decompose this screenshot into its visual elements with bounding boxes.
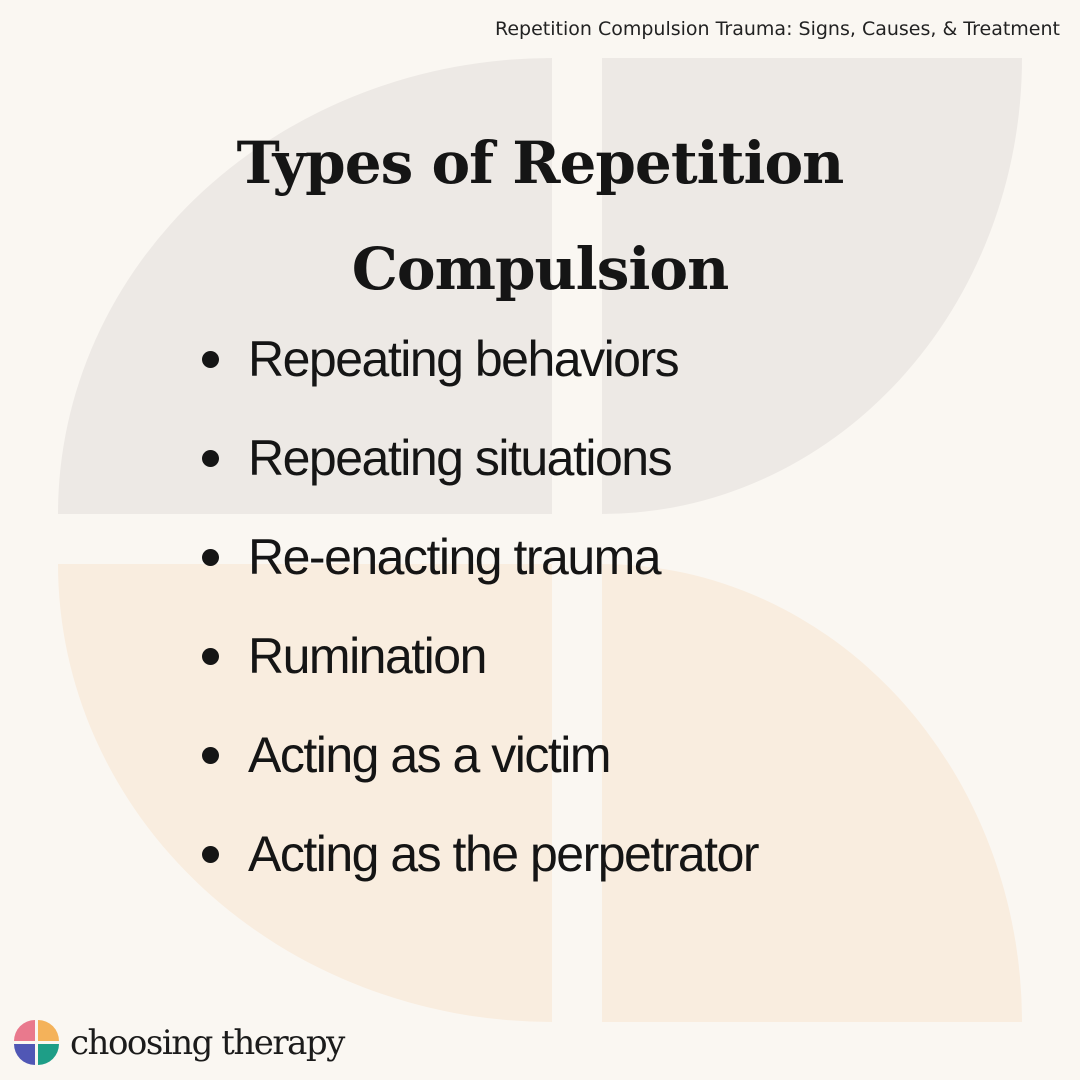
bullet-icon bbox=[202, 747, 219, 764]
logo-quadrant-teal bbox=[38, 1044, 59, 1065]
logo-quadrant-orange bbox=[38, 1020, 59, 1041]
brand-logo: choosing therapy bbox=[14, 1018, 345, 1068]
bullet-icon bbox=[202, 846, 219, 863]
bullet-icon bbox=[202, 648, 219, 665]
list-item: Repeating behaviors bbox=[200, 310, 758, 409]
page-title-line-1: Types of Repetition bbox=[236, 129, 845, 197]
list-item: Acting as the perpetrator bbox=[200, 805, 760, 904]
bullet-icon bbox=[202, 351, 219, 368]
page-title-line-2: Compulsion bbox=[351, 235, 730, 303]
list-item-label: Rumination bbox=[248, 628, 487, 684]
list-item-label: Acting as the perpetrator bbox=[248, 826, 760, 882]
bullet-icon bbox=[202, 549, 219, 566]
article-caption: Repetition Compulsion Trauma: Signs, Cau… bbox=[495, 18, 1060, 40]
list-item-label: Repeating behaviors bbox=[248, 331, 680, 387]
list-item: Re-enacting trauma bbox=[200, 508, 758, 607]
list-item: Rumination bbox=[200, 607, 758, 706]
list-item-label: Repeating situations bbox=[248, 430, 673, 486]
logo-quadrant-pink bbox=[14, 1020, 35, 1041]
page-title: Types of Repetition Compulsion bbox=[140, 110, 940, 322]
bullet-icon bbox=[202, 450, 219, 467]
list-item: Repeating situations bbox=[200, 409, 758, 508]
brand-name: choosing therapy bbox=[70, 1023, 345, 1063]
list-item-label: Acting as a victim bbox=[248, 727, 612, 783]
list-item: Acting as a victim bbox=[200, 706, 758, 805]
logo-quadrant-blue bbox=[14, 1044, 35, 1065]
four-quadrant-logo-icon bbox=[14, 1020, 60, 1066]
list-item-label: Re-enacting trauma bbox=[248, 529, 662, 585]
types-list: Repeating behaviors Repeating situations… bbox=[200, 310, 760, 904]
